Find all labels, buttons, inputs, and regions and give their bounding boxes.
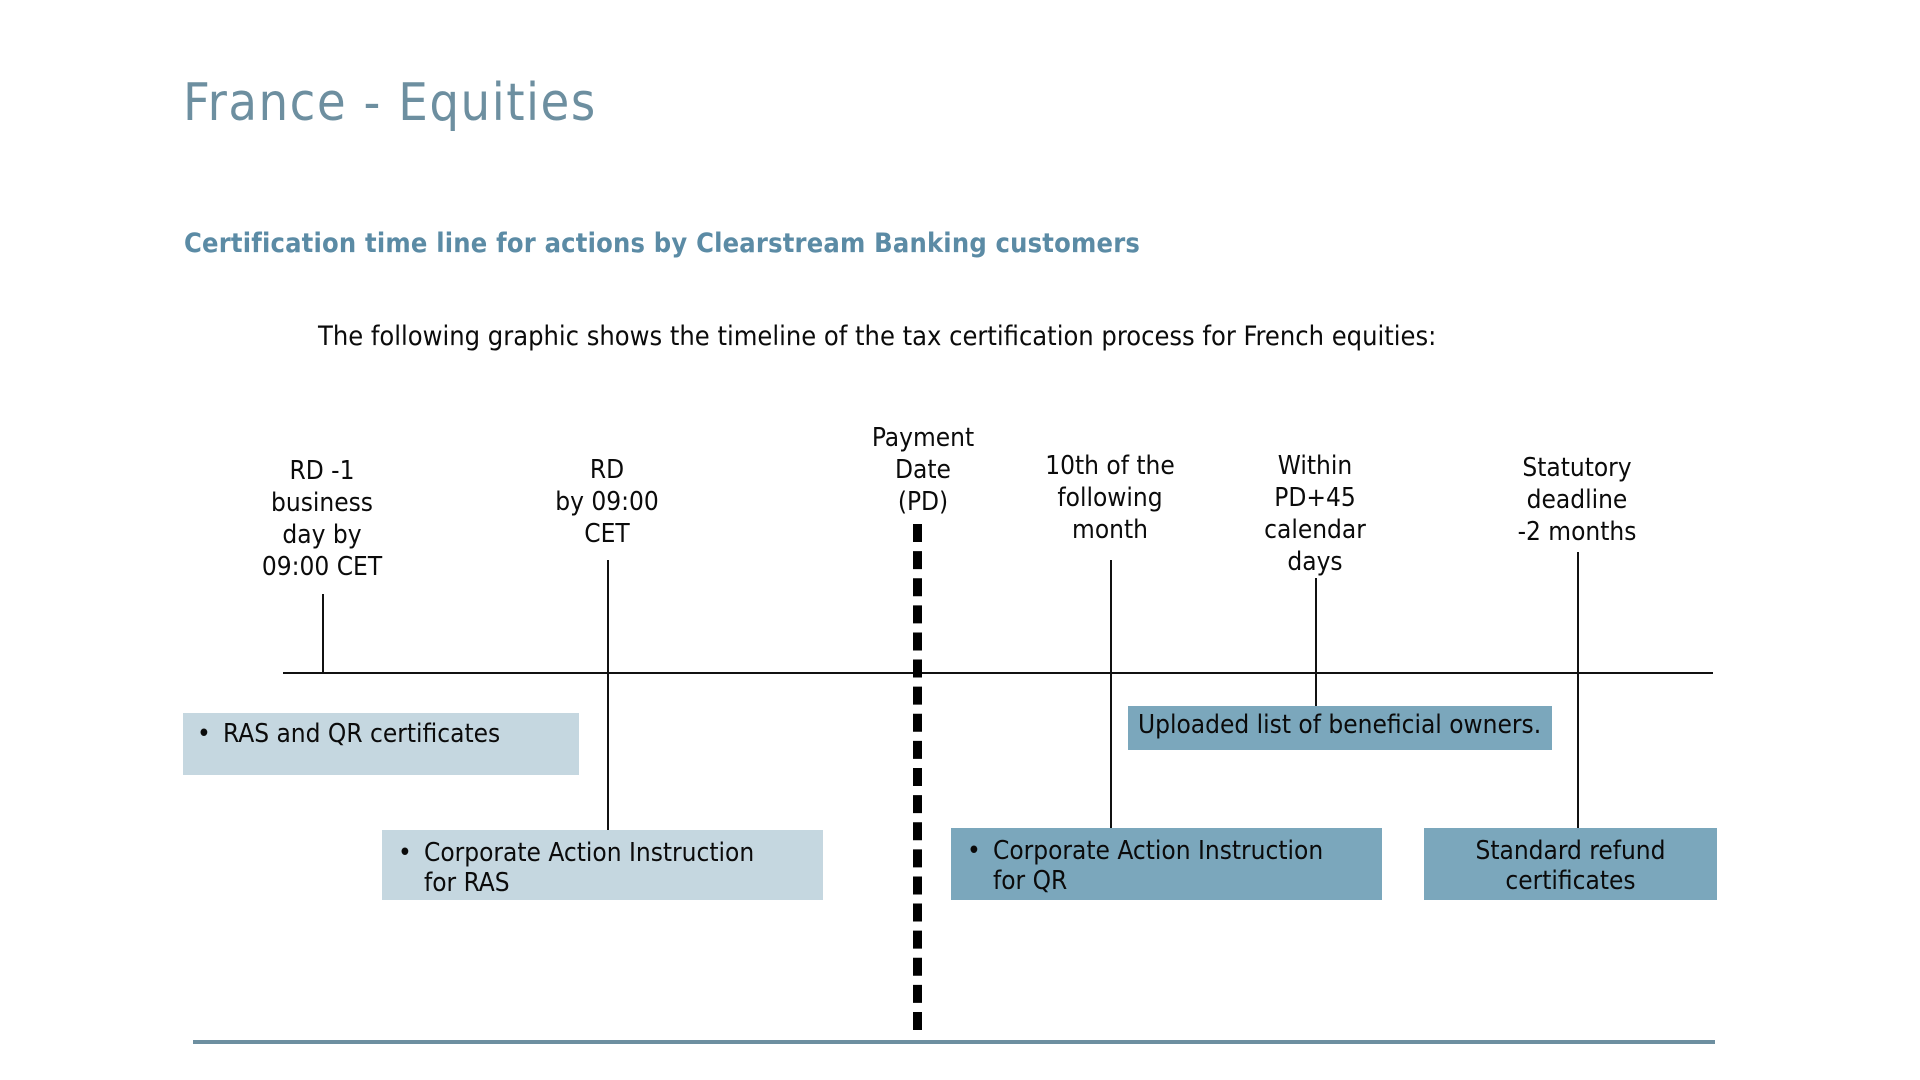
timeline-axis <box>283 672 1713 674</box>
milestone-label-within-pd-45: Within PD+45 calendar days <box>1264 451 1366 577</box>
info-box-standard-refund-certificates: Standard refund certificates <box>1424 828 1717 900</box>
info-box-ca-instruction-ras: Corporate Action Instruction for RAS <box>382 830 823 900</box>
info-box-uploaded-list: Uploaded list of beneficial owners. <box>1128 706 1552 750</box>
milestone-label-rd-minus-1: RD -1 business day by 09:00 CET <box>261 456 383 582</box>
info-box-ca-instruction-qr-text: Corporate Action Instruction for QR <box>967 836 1368 896</box>
intro-paragraph: The following graphic shows the timeline… <box>318 321 1437 352</box>
info-box-uploaded-list-text: Uploaded list of beneficial owners. <box>1138 710 1542 740</box>
milestone-connector-tenth-following-month <box>1110 560 1112 850</box>
milestone-label-statutory-deadline: Statutory deadline -2 months <box>1517 453 1637 547</box>
payment-date-dashed-line <box>913 524 922 1030</box>
milestone-label-tenth-following-month: 10th of the following month <box>1045 451 1175 545</box>
milestone-label-payment-date: Payment Date (PD) <box>871 423 975 517</box>
info-box-ras-qr-certificates-text: RAS and QR certificates <box>197 719 565 749</box>
milestone-label-rd: RD by 09:00 CET <box>555 455 659 549</box>
footer-rule <box>193 1040 1715 1044</box>
info-box-ca-instruction-qr: Corporate Action Instruction for QR <box>951 828 1382 900</box>
milestone-connector-rd-minus-1 <box>322 594 324 674</box>
info-box-ca-instruction-ras-text: Corporate Action Instruction for RAS <box>398 838 809 898</box>
info-box-ras-qr-certificates: RAS and QR certificates <box>183 713 579 775</box>
milestone-connector-statutory-deadline <box>1577 552 1579 850</box>
milestone-connector-rd <box>607 560 609 850</box>
section-subtitle: Certification time line for actions by C… <box>184 228 1141 259</box>
info-box-standard-refund-certificates-text: Standard refund certificates <box>1475 836 1666 896</box>
milestone-connector-within-pd-45 <box>1315 578 1317 728</box>
page-title: France - Equities <box>183 73 597 133</box>
